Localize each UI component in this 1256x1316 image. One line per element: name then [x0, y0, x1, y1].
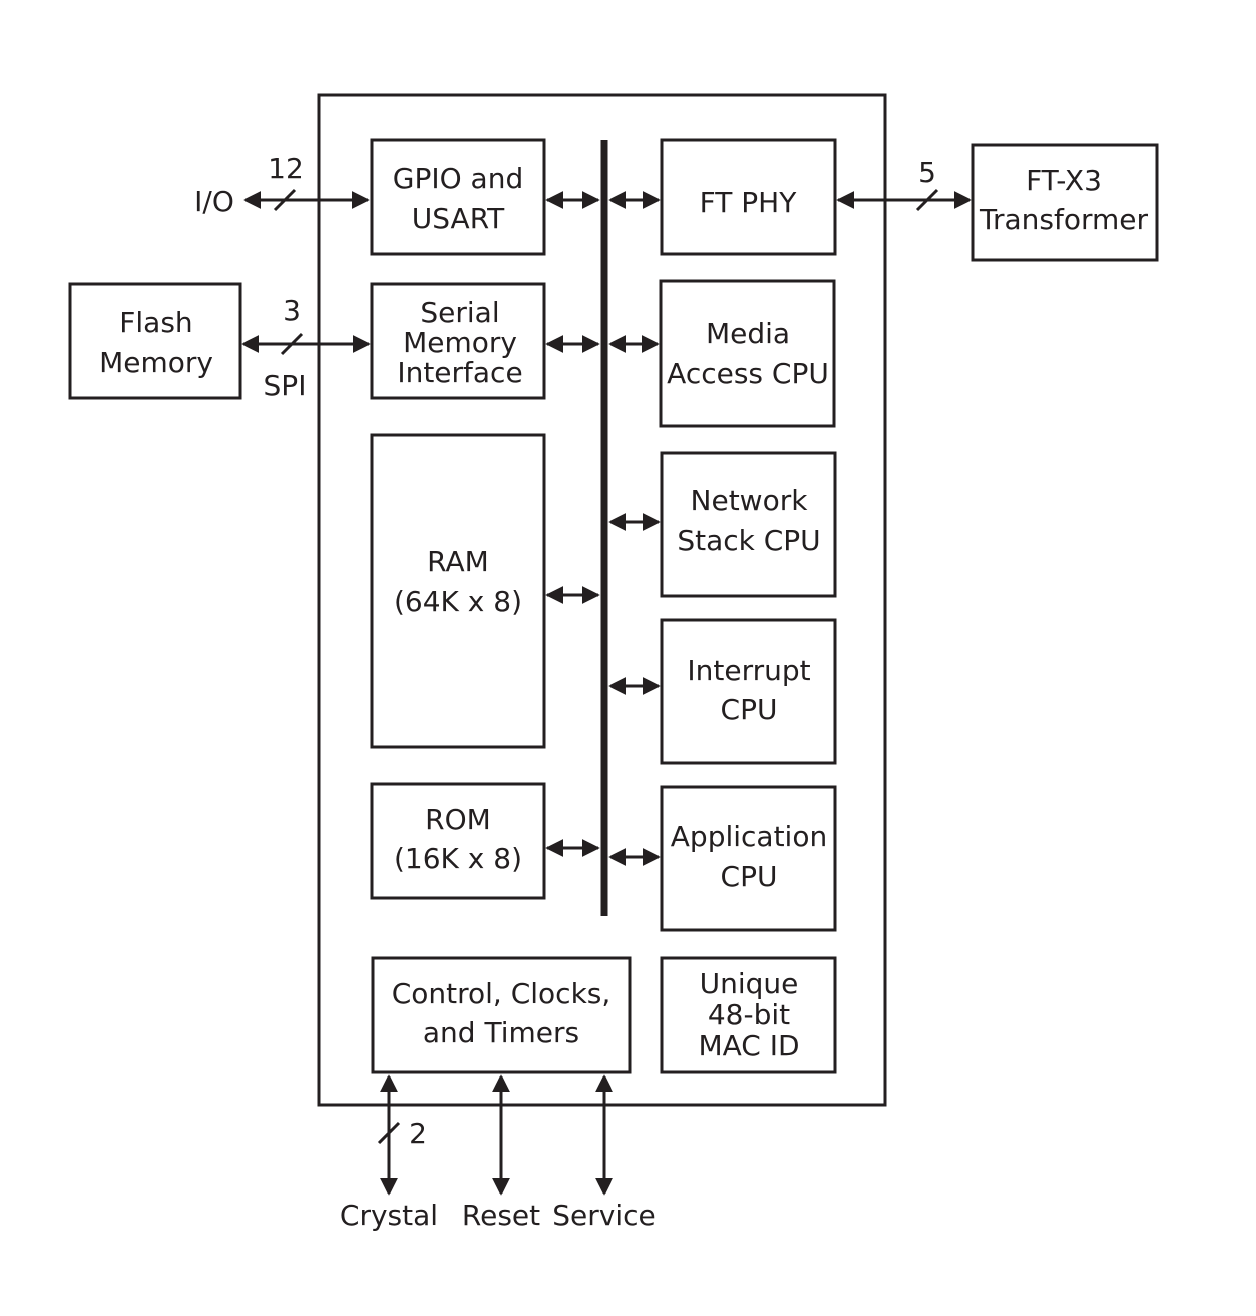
gpio-usart-block: GPIO and USART — [370, 138, 546, 256]
block-label: Application — [671, 820, 827, 853]
block-label: and Timers — [423, 1016, 579, 1049]
block-label: GPIO and — [393, 162, 523, 195]
block-label: CPU — [721, 693, 778, 726]
serial-memory-interface-block: Serial Memory Interface — [370, 282, 546, 400]
block-label: Interface — [397, 356, 522, 389]
block-label: Flash — [119, 306, 192, 339]
ft-phy-block: FT PHY — [660, 138, 837, 256]
block-label: Transformer — [979, 203, 1149, 236]
block-label: Media — [706, 317, 790, 350]
flash-memory-block: Flash Memory — [68, 282, 242, 400]
network-stack-cpu-block: Network Stack CPU — [660, 451, 837, 598]
io-signal: I/O 12 — [194, 152, 370, 218]
block-label: MAC ID — [698, 1029, 799, 1062]
bus-width-slash — [273, 188, 297, 212]
block-label: ROM — [425, 803, 491, 836]
io-label: I/O — [194, 185, 234, 218]
reset-label: Reset — [462, 1199, 540, 1232]
block-label: Memory — [403, 326, 517, 359]
block-label: (16K x 8) — [394, 842, 522, 875]
media-access-cpu-block: Media Access CPU — [659, 279, 836, 428]
block-label: Serial — [420, 296, 499, 329]
application-cpu-block: Application CPU — [660, 785, 837, 932]
bus-width-slash — [280, 332, 304, 356]
block-label: CPU — [721, 860, 778, 893]
block-label: Access CPU — [667, 357, 829, 390]
crystal-width: 2 — [409, 1117, 427, 1150]
block-label: RAM — [427, 545, 489, 578]
io-width: 12 — [268, 152, 304, 185]
block-label: Control, Clocks, — [392, 977, 611, 1010]
block-label: 48-bit — [708, 998, 790, 1031]
bus-width-slash — [377, 1121, 401, 1145]
crystal-signal: 2 Crystal — [340, 1074, 438, 1232]
ram-block: RAM (64K x 8) — [370, 433, 546, 749]
bus-width-slash — [915, 188, 939, 212]
block-label: Network — [691, 484, 809, 517]
spi-signal: 3 SPI — [241, 294, 371, 402]
block-label: Unique — [700, 967, 799, 1000]
spi-width: 3 — [283, 294, 301, 327]
mac-id-block: Unique 48-bit MAC ID — [660, 956, 837, 1074]
control-clocks-timers-block: Control, Clocks, and Timers — [371, 956, 632, 1074]
block-label: FT-X3 — [1026, 164, 1102, 197]
block-label: (64K x 8) — [394, 585, 522, 618]
block-label: USART — [412, 202, 505, 235]
block-label: Interrupt — [687, 654, 810, 687]
phy-width: 5 — [918, 156, 936, 189]
service-signal: Service — [552, 1074, 656, 1232]
crystal-label: Crystal — [340, 1199, 438, 1232]
spi-label: SPI — [264, 369, 307, 402]
rom-block: ROM (16K x 8) — [370, 782, 546, 900]
bus-connections — [545, 191, 661, 866]
ft-x3-transformer-block: FT-X3 Transformer — [971, 143, 1159, 262]
phy-transformer-signal: 5 — [836, 156, 972, 212]
block-label: Memory — [99, 346, 213, 379]
block-label: FT PHY — [700, 186, 798, 219]
interrupt-cpu-block: Interrupt CPU — [660, 618, 837, 765]
block-label: Stack CPU — [677, 524, 820, 557]
service-label: Service — [552, 1199, 655, 1232]
reset-signal: Reset — [462, 1074, 540, 1232]
